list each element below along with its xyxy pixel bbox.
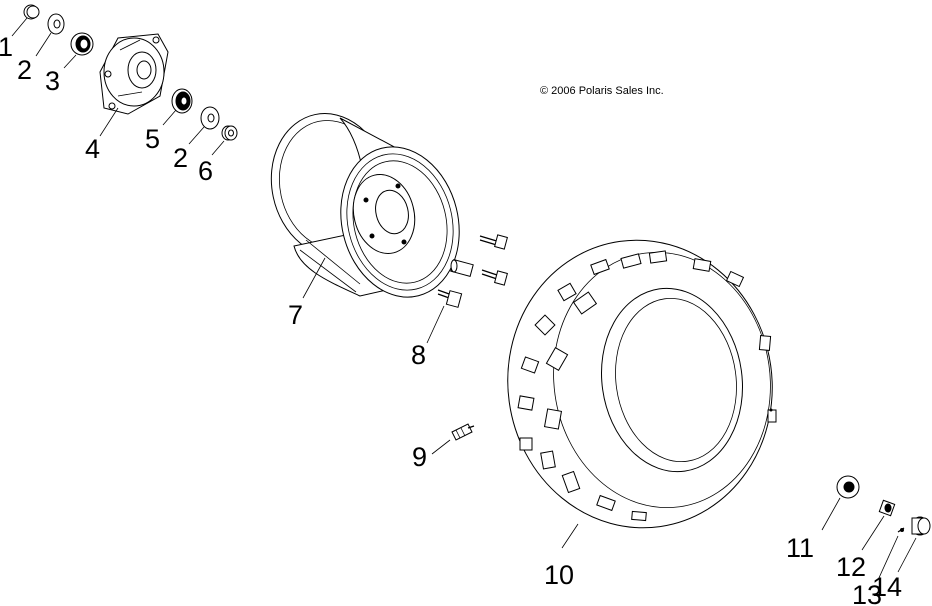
part-13-cotter-pin-icon: [897, 527, 905, 533]
leader-9: [431, 439, 451, 455]
callout-13: 13: [852, 580, 882, 606]
copyright-text: © 2006 Polaris Sales Inc.: [540, 85, 664, 97]
part-10-tire-icon: [507, 239, 777, 529]
callout-5: 5: [145, 124, 160, 154]
callout-8: 8: [411, 340, 426, 370]
callout-2b: 2: [173, 143, 188, 173]
part-12-castle-nut-icon: [878, 499, 896, 517]
callout-6: 6: [198, 156, 213, 186]
leader-3: [63, 54, 77, 69]
leader-7: [302, 257, 326, 299]
callout-11: 11: [786, 533, 814, 563]
part-4-hub-icon: [99, 33, 169, 115]
leader-13: [877, 535, 899, 581]
leader-5: [162, 109, 177, 126]
callout-7: 7: [288, 300, 303, 330]
callout-10: 10: [544, 560, 574, 590]
part-14-cap-icon: [911, 516, 931, 536]
part-3-seal-icon: [70, 32, 94, 56]
leader-11: [821, 497, 841, 531]
part-7-wheel-rim-icon: [270, 113, 460, 298]
part-11-washer-icon: [836, 475, 860, 499]
callout-12: 12: [836, 552, 866, 582]
leader-8: [426, 305, 445, 344]
leader-6: [211, 140, 225, 156]
leader-2a: [35, 32, 52, 57]
leader-12: [861, 515, 885, 551]
leader-2b: [188, 126, 205, 145]
part-6-spacer-icon: [221, 125, 238, 141]
callout-4: 4: [85, 134, 100, 164]
part-2-washer-icon: [47, 13, 65, 35]
callout-1: 1: [0, 32, 13, 62]
part-9-valve-stem-icon: [451, 423, 475, 441]
part-2b-washer-icon: [200, 106, 220, 130]
leader-10: [561, 523, 579, 549]
callout-2a: 2: [17, 55, 32, 85]
leader-14: [897, 537, 917, 573]
part-5-bearing-icon: [171, 88, 193, 114]
part-8-lug-bolt-icon: [437, 234, 508, 308]
callout-14: 14: [872, 572, 902, 602]
callout-3: 3: [45, 66, 60, 96]
leader-4: [99, 107, 119, 137]
part-1-nut-icon: [23, 4, 40, 20]
callout-9: 9: [412, 442, 427, 472]
leader-1: [11, 17, 28, 37]
